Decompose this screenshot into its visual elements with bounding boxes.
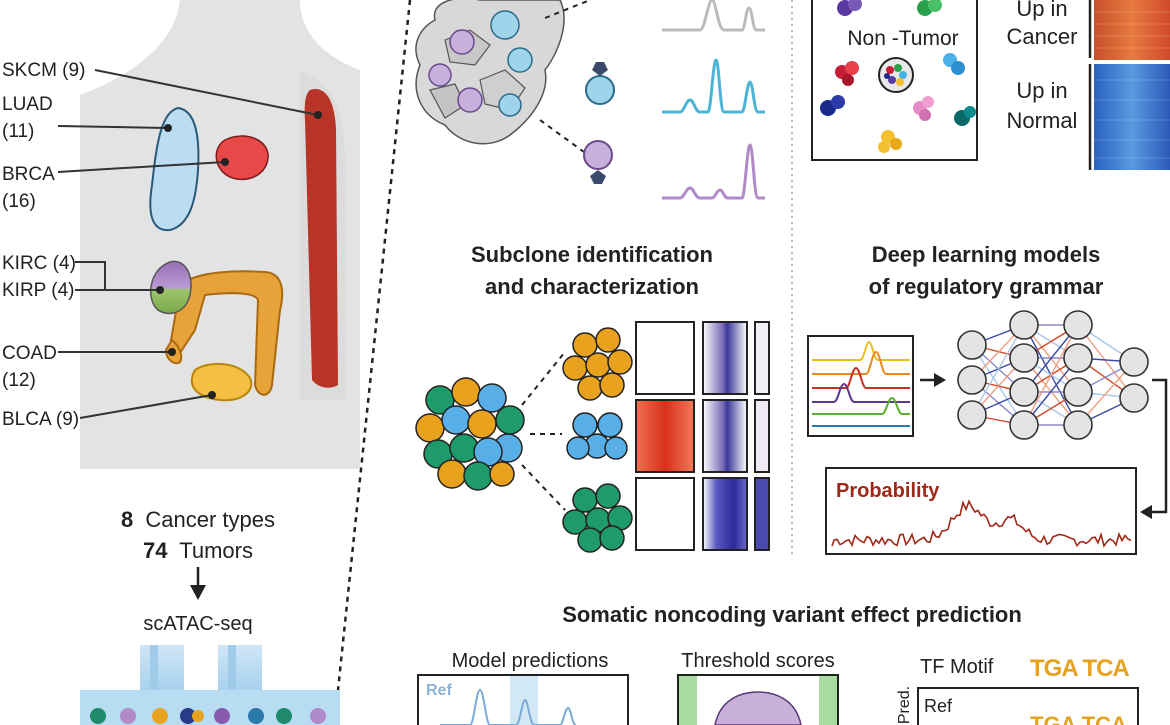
probability-label: Probability (836, 480, 940, 502)
blca-dot (208, 391, 216, 399)
neural-net-edges (971, 324, 1135, 426)
pred-axis-label: Pred. (896, 686, 913, 724)
cyan-cell (585, 62, 615, 105)
nn-node (1119, 383, 1149, 413)
nn-node (1063, 310, 1093, 340)
motif-ref-logo: TGA TCA (1030, 712, 1127, 725)
label-coad-count: (12) (2, 370, 36, 391)
label-coad: COAD (2, 343, 57, 364)
nn-node (1009, 310, 1039, 340)
purple-peaks (662, 143, 765, 200)
green-subclone (562, 483, 633, 553)
heatmap-up-normal (1094, 64, 1170, 170)
label-blca: BLCA (9) (2, 409, 79, 430)
subclone-title-line2: and characterization (485, 274, 699, 299)
brca-dot (221, 158, 229, 166)
nn-node (1063, 377, 1093, 407)
cluster-dashed-links (539, 0, 596, 161)
motif-ref-box (917, 687, 1139, 725)
model-ref-track (440, 688, 577, 725)
coad-dot (168, 348, 176, 356)
heatmap-up-cancer (1094, 0, 1170, 60)
label-brca-count: (16) (2, 191, 36, 212)
label-kirc: KIRC (4) (2, 253, 76, 274)
threshold-scores-label: Threshold scores (681, 650, 834, 672)
skin-arm (304, 89, 338, 388)
neural-net-nodes (957, 310, 1149, 440)
cancer-types-text: Cancer types (145, 507, 275, 532)
tumors-text: Tumors (179, 538, 253, 563)
label-leader-lines (57, 69, 319, 419)
orange-subclone (562, 327, 633, 401)
bladder-organ (190, 362, 253, 402)
nn-node (1119, 347, 1149, 377)
cancer-count: 8 (121, 507, 133, 532)
subclone-heatmap (635, 321, 770, 551)
nn-node (957, 400, 987, 430)
label-brca: BRCA (2, 164, 55, 185)
cyan-peaks (662, 58, 765, 114)
threshold-left-band (679, 676, 697, 725)
label-luad: LUAD (2, 94, 53, 115)
deep-learning-title-line2: of regulatory grammar (869, 274, 1104, 299)
nn-node (957, 330, 987, 360)
up-normal-line2: Normal (1007, 108, 1078, 133)
label-skcm: SKCM (9) (2, 60, 85, 81)
subclone-dashed-links (521, 351, 566, 511)
model-ref-label: Ref (426, 682, 452, 699)
grey-peaks (662, 0, 765, 32)
tumors-line: 74 Tumors (143, 538, 253, 563)
input-tracks (807, 335, 914, 437)
non-tumor-clusters (820, 0, 976, 153)
droplet-cells (90, 708, 326, 724)
cancer-types-line: 8 Cancer types (121, 507, 275, 532)
nn-node (1009, 377, 1039, 407)
variant-title: Somatic noncoding variant effect predict… (562, 602, 1022, 627)
tf-motif-logo: TGA TCA (1030, 655, 1129, 682)
input-arrow (920, 373, 946, 387)
probability-box (825, 467, 1137, 555)
microfluidic-device (80, 645, 340, 725)
blue-subclone (566, 412, 628, 460)
up-normal-line1: Up in (1016, 78, 1067, 103)
model-predictions-label: Model predictions (452, 650, 609, 672)
tumor-cell-cluster (415, 0, 565, 145)
assay-label: scATAC-seq (143, 613, 252, 635)
non-tumor-label: Non -Tumor (847, 27, 958, 50)
breast-organ (215, 135, 269, 181)
nn-edge (1023, 324, 1079, 426)
kidney-organ (150, 260, 192, 315)
feedback-arrow (1140, 378, 1168, 519)
purple-cell (583, 140, 613, 184)
threshold-distribution (714, 691, 802, 725)
nn-node (1009, 343, 1039, 373)
luad-dot (164, 124, 172, 132)
motif-ref-label: Ref (924, 696, 953, 716)
skcm-dot (314, 111, 322, 119)
down-arrow (190, 567, 206, 600)
nn-edge (1077, 324, 1135, 399)
deep-learning-title-line1: Deep learning models (872, 242, 1101, 267)
nn-node (1009, 410, 1039, 440)
heatmap-texture (1094, 11, 1170, 159)
nn-node (957, 365, 987, 395)
tumor-count: 74 (143, 538, 168, 563)
subclone-title-line1: Subclone identification (471, 242, 713, 267)
probability-track (831, 499, 1132, 548)
label-luad-count: (11) (2, 121, 34, 142)
nn-node (1063, 343, 1093, 373)
lung-organ (149, 106, 200, 232)
up-cancer-line1: Up in (1016, 0, 1067, 21)
label-kirp: KIRP (4) (2, 280, 75, 301)
up-cancer-line2: Cancer (1007, 24, 1078, 49)
nn-node (1063, 410, 1093, 440)
threshold-right-band (819, 676, 837, 725)
kidney-dot (156, 286, 164, 294)
nn-edge (971, 344, 1025, 426)
mixed-clone-cluster (415, 377, 525, 491)
nn-edge (971, 324, 1025, 416)
tf-motif-label: TF Motif (920, 656, 994, 678)
